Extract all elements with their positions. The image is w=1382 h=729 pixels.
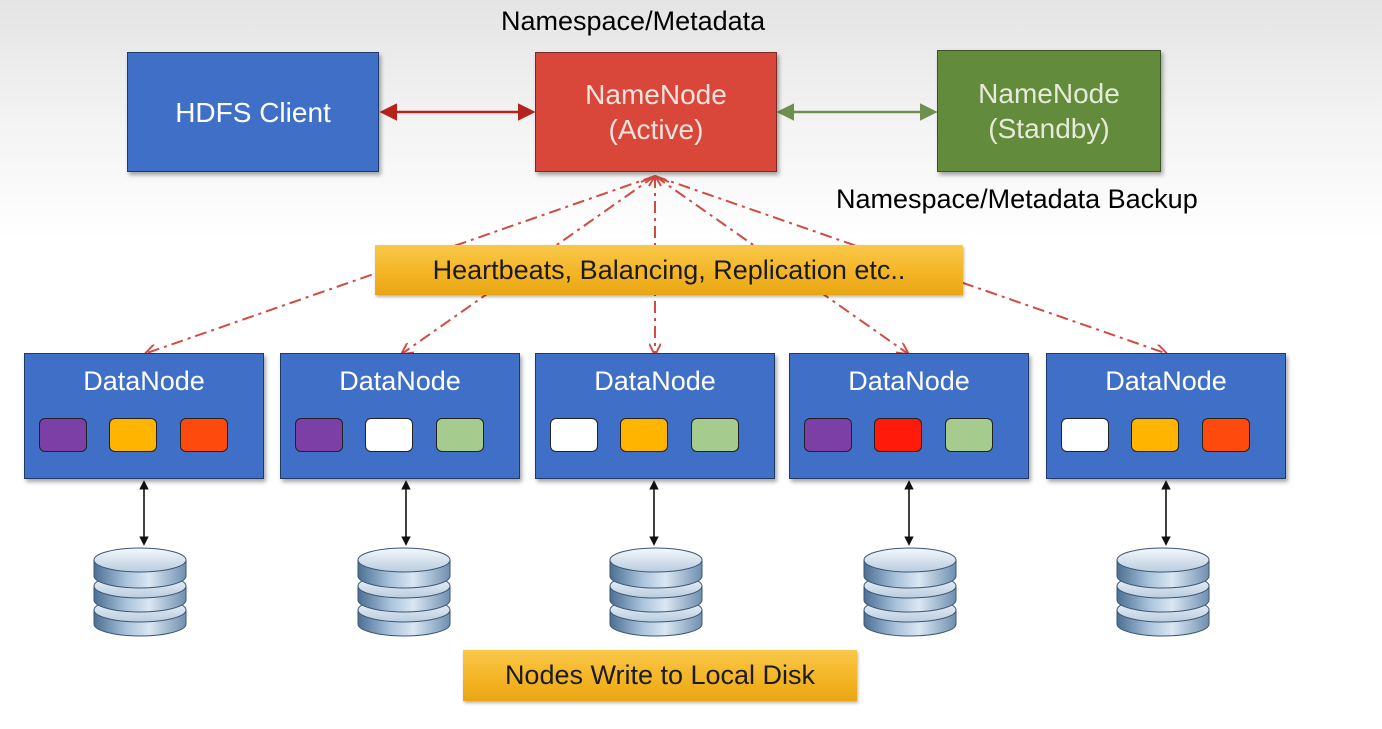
data-block-green [691, 418, 739, 452]
disk-icon [863, 547, 957, 637]
namenode-active-box: NameNode (Active) [535, 52, 777, 172]
datanode-label: DataNode [339, 366, 461, 396]
data-block-orange [1202, 418, 1250, 452]
datanode-label: DataNode [594, 366, 716, 396]
hdfs-client-box: HDFS Client [127, 52, 379, 172]
data-block-white [550, 418, 598, 452]
hdfs-client-label: HDFS Client [175, 96, 331, 128]
datanode-box: DataNode [24, 353, 264, 479]
data-block-yellow [620, 418, 668, 452]
data-block-purple [39, 418, 87, 452]
datanode-label: DataNode [1105, 366, 1227, 396]
datanode-box: DataNode [789, 353, 1029, 479]
data-block-green [945, 418, 993, 452]
data-block-white [365, 418, 413, 452]
local-disk-banner: Nodes Write to Local Disk [463, 650, 857, 701]
datanode-box: DataNode [535, 353, 775, 479]
data-block-orange [180, 418, 228, 452]
disk-icon [609, 547, 703, 637]
heartbeat-source-arrowheads [640, 175, 670, 187]
disk-icon [93, 547, 187, 637]
namespace-metadata-label: Namespace/Metadata [501, 6, 766, 36]
data-block-white [1061, 418, 1109, 452]
namenode-standby-line2: (Standby) [988, 113, 1110, 144]
namenode-standby-line1: NameNode [978, 78, 1120, 109]
data-block-purple [804, 418, 852, 452]
disk-icon [1116, 547, 1210, 637]
namespace-metadata-backup-label: Namespace/Metadata Backup [836, 184, 1198, 214]
namenode-standby-box: NameNode (Standby) [937, 50, 1161, 172]
data-block-yellow [109, 418, 157, 452]
data-block-purple [295, 418, 343, 452]
namenode-active-line2: (Active) [608, 114, 704, 145]
disk-icon [357, 547, 451, 637]
datanode-label: DataNode [83, 366, 205, 396]
datanode-box: DataNode [280, 353, 520, 479]
datanode-box: DataNode [1046, 353, 1286, 479]
datanode-label: DataNode [848, 366, 970, 396]
namenode-active-line1: NameNode [585, 79, 727, 110]
data-block-yellow [1131, 418, 1179, 452]
data-block-green [436, 418, 484, 452]
heartbeats-banner: Heartbeats, Balancing, Replication etc.. [375, 245, 963, 295]
data-block-red [874, 418, 922, 452]
